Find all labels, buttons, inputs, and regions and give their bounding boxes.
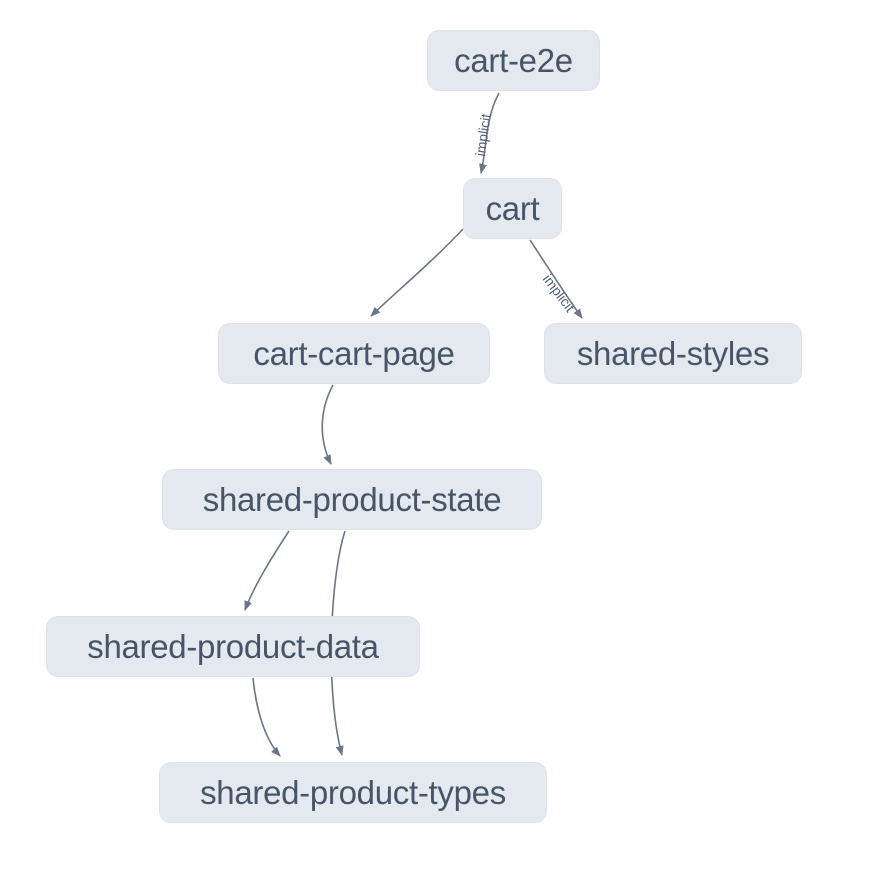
node-cart-e2e[interactable]: cart-e2e xyxy=(427,30,600,91)
node-shared-styles[interactable]: shared-styles xyxy=(544,323,802,384)
edge-label-implicit-cart-shared-styles: implicit xyxy=(540,271,579,315)
node-shared-product-types[interactable]: shared-product-types xyxy=(159,762,547,823)
node-shared-product-state[interactable]: shared-product-state xyxy=(162,469,542,530)
edge-label-implicit-cart-e2e-cart: implicit xyxy=(472,113,494,158)
edge-cart-cart-page-to-shared-product-state xyxy=(321,384,334,465)
node-cart[interactable]: cart xyxy=(463,178,562,239)
edge-cart-e2e-to-cart xyxy=(479,92,500,174)
node-shared-product-data[interactable]: shared-product-data xyxy=(46,616,420,677)
node-cart-cart-page[interactable]: cart-cart-page xyxy=(218,323,490,384)
edge-cart-to-cart-cart-page xyxy=(370,228,464,317)
edge-cart-to-shared-styles xyxy=(529,239,583,319)
edge-shared-product-data-to-shared-product-types xyxy=(252,677,281,757)
edge-shared-product-state-to-shared-product-data xyxy=(244,530,290,611)
